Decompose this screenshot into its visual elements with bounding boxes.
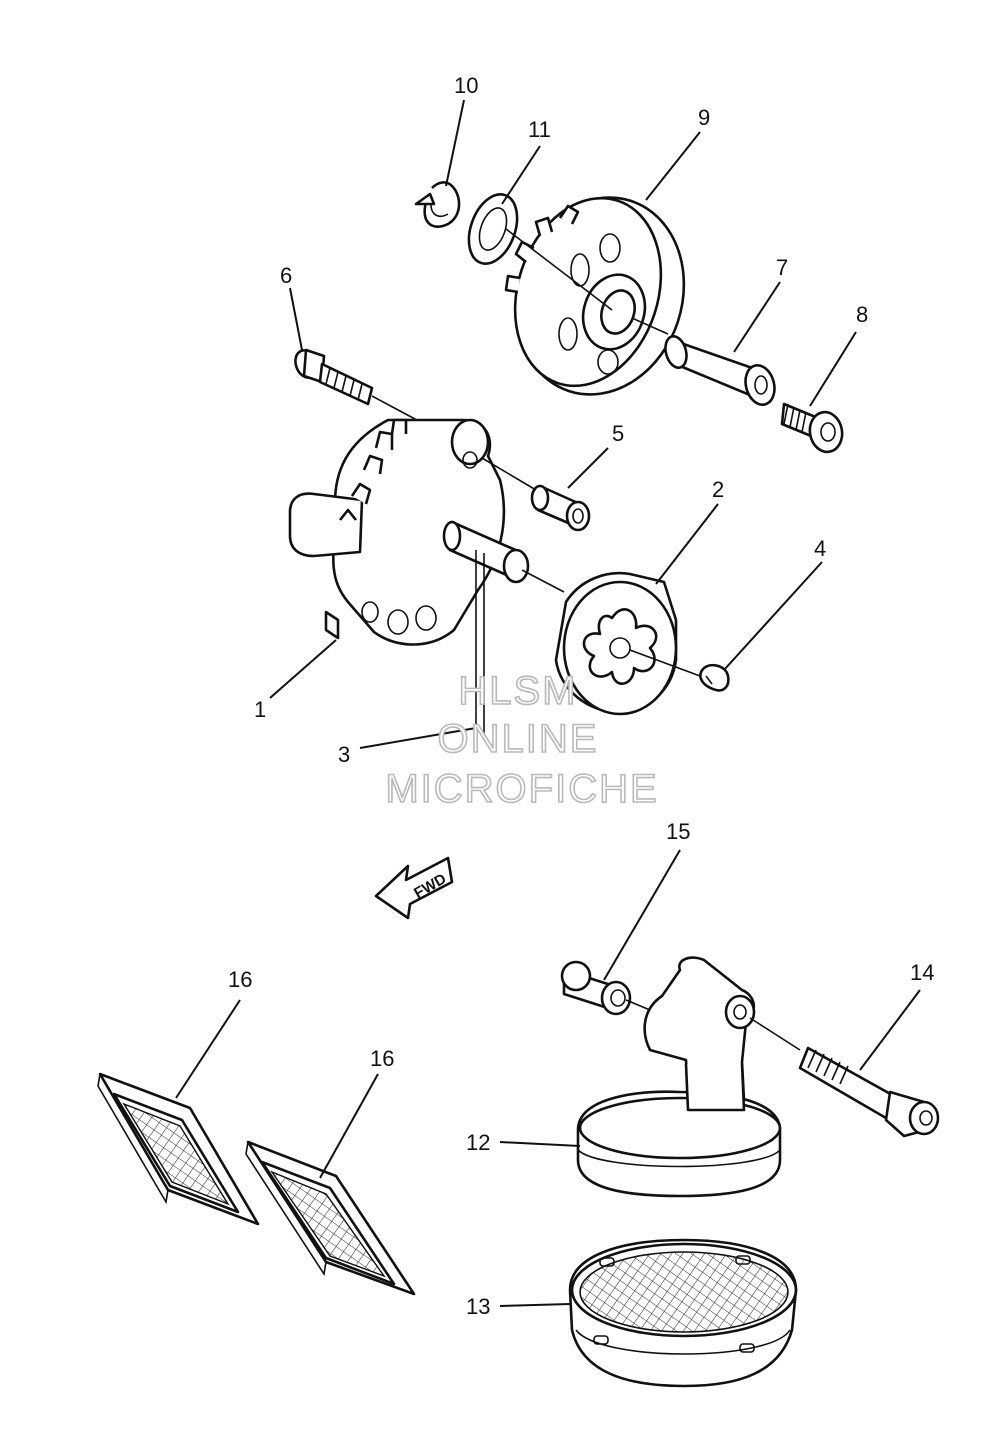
callout-3: 3 [338, 742, 350, 767]
strainer-screen-part-13 [568, 1238, 798, 1388]
callout-2: 2 [712, 477, 724, 502]
callout-11: 11 [528, 117, 551, 142]
leader-lines [175, 99, 921, 1307]
callout-14: 14 [910, 960, 934, 985]
washer-part-11 [467, 193, 519, 265]
callout-8: 8 [856, 302, 868, 327]
dowel-part-5 [530, 484, 591, 532]
callout-7: 7 [776, 255, 788, 280]
callout-numbers: 10 11 9 6 7 8 5 2 4 1 3 15 14 12 13 16 1… [228, 73, 934, 1319]
callout-5: 5 [612, 421, 624, 446]
bolt-part-14 [798, 1046, 940, 1138]
watermark: HLSM ONLINE MICROFICHE [385, 668, 658, 812]
screw-part-8 [780, 402, 844, 454]
drive-gear-part-9 [504, 196, 686, 396]
rotor-part-2 [554, 571, 678, 716]
watermark-line-3: MICROFICHE [385, 767, 658, 811]
circlip-part-10 [414, 181, 461, 228]
shaft-part-7 [664, 335, 776, 406]
pump-shaft-part-3 [442, 520, 530, 740]
callout-15: 15 [666, 819, 690, 844]
forward-direction-arrow: FWD [374, 856, 454, 920]
collar-part-15 [560, 960, 632, 1016]
bolt-part-6 [294, 348, 374, 406]
callout-9: 9 [698, 105, 710, 130]
strainer-housing-part-12 [576, 956, 782, 1198]
callout-16-left: 16 [228, 967, 252, 992]
pump-body-part-1 [288, 418, 506, 646]
callout-13: 13 [466, 1294, 490, 1319]
screen-gasket-part-16-right [245, 1140, 416, 1296]
callout-10: 10 [454, 73, 478, 98]
callout-4: 4 [814, 536, 826, 561]
callout-16-right: 16 [370, 1046, 394, 1071]
callout-1: 1 [254, 697, 266, 722]
watermark-line-1: HLSM [458, 669, 577, 713]
watermark-line-2: ONLINE [438, 717, 599, 761]
callout-6: 6 [280, 263, 292, 288]
callout-12: 12 [466, 1130, 490, 1155]
circlip-part-4 [699, 663, 730, 692]
screen-gasket-part-16-left [97, 1072, 260, 1226]
